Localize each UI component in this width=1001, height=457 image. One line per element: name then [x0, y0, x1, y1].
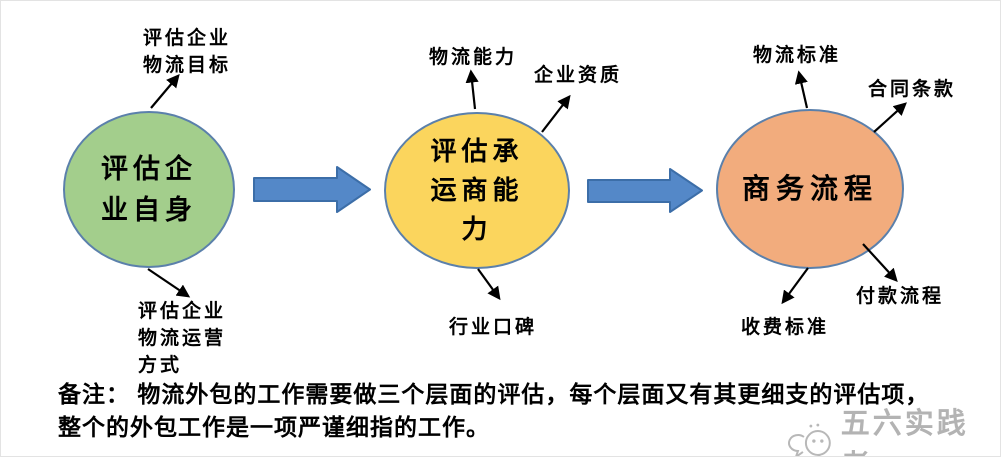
connector-arrow-business-topright [873, 102, 907, 133]
node-label-evaluate-carrier: 评估承 运商能 力 [430, 136, 524, 244]
satellite-label-payment-process: 付款流程 [856, 286, 945, 307]
satellite-label-charging-standard: 收费标准 [741, 317, 830, 338]
flow-arrow-carrier-to-business [587, 168, 703, 213]
satellite-label-logistics-capability: 物流能力 [429, 47, 518, 68]
watermark: 五六实践者 [787, 400, 1000, 456]
connector-arrow-business-top [794, 70, 809, 109]
flow-arrow-self-to-carrier [253, 166, 371, 213]
watermark-text: 五六实践者 [840, 408, 969, 456]
note-text: 备注： 物流外包的工作需要做三个层面的评估，每个层面又有其更细支的评估项， 整个… [58, 381, 930, 440]
connector-arrow-carrier-top [465, 69, 479, 110]
satellite-label-logistics-operation-mode: 评估企业 物流运营 方式 [138, 301, 227, 376]
satellite-label-enterprise-qualification: 企业资质 [534, 65, 623, 86]
node-label-evaluate-self: 评估企 业自身 [101, 153, 197, 225]
node-circle-business-process: 商务流程 [716, 109, 904, 269]
connector-arrow-carrier-bottom [477, 268, 501, 301]
connector-arrow-business-bottomleft [781, 267, 809, 305]
node-label-business-process: 商务流程 [741, 173, 878, 204]
connector-arrow-self-bottom [147, 268, 191, 298]
chat-faces-icon [788, 423, 831, 456]
connector-arrow-carrier-topright [541, 94, 571, 133]
satellite-label-logistics-goal: 评估企业 物流目标 [143, 28, 232, 76]
satellite-label-industry-reputation: 行业口碑 [449, 317, 538, 338]
node-circle-evaluate-carrier: 评估承 运商能 力 [384, 112, 570, 269]
satellite-label-contract-terms: 合同条款 [868, 79, 957, 100]
node-circle-evaluate-self: 评估企 业自身 [63, 111, 235, 268]
connector-arrow-self-top [150, 73, 180, 109]
satellite-label-logistics-standard: 物流标准 [753, 45, 842, 66]
